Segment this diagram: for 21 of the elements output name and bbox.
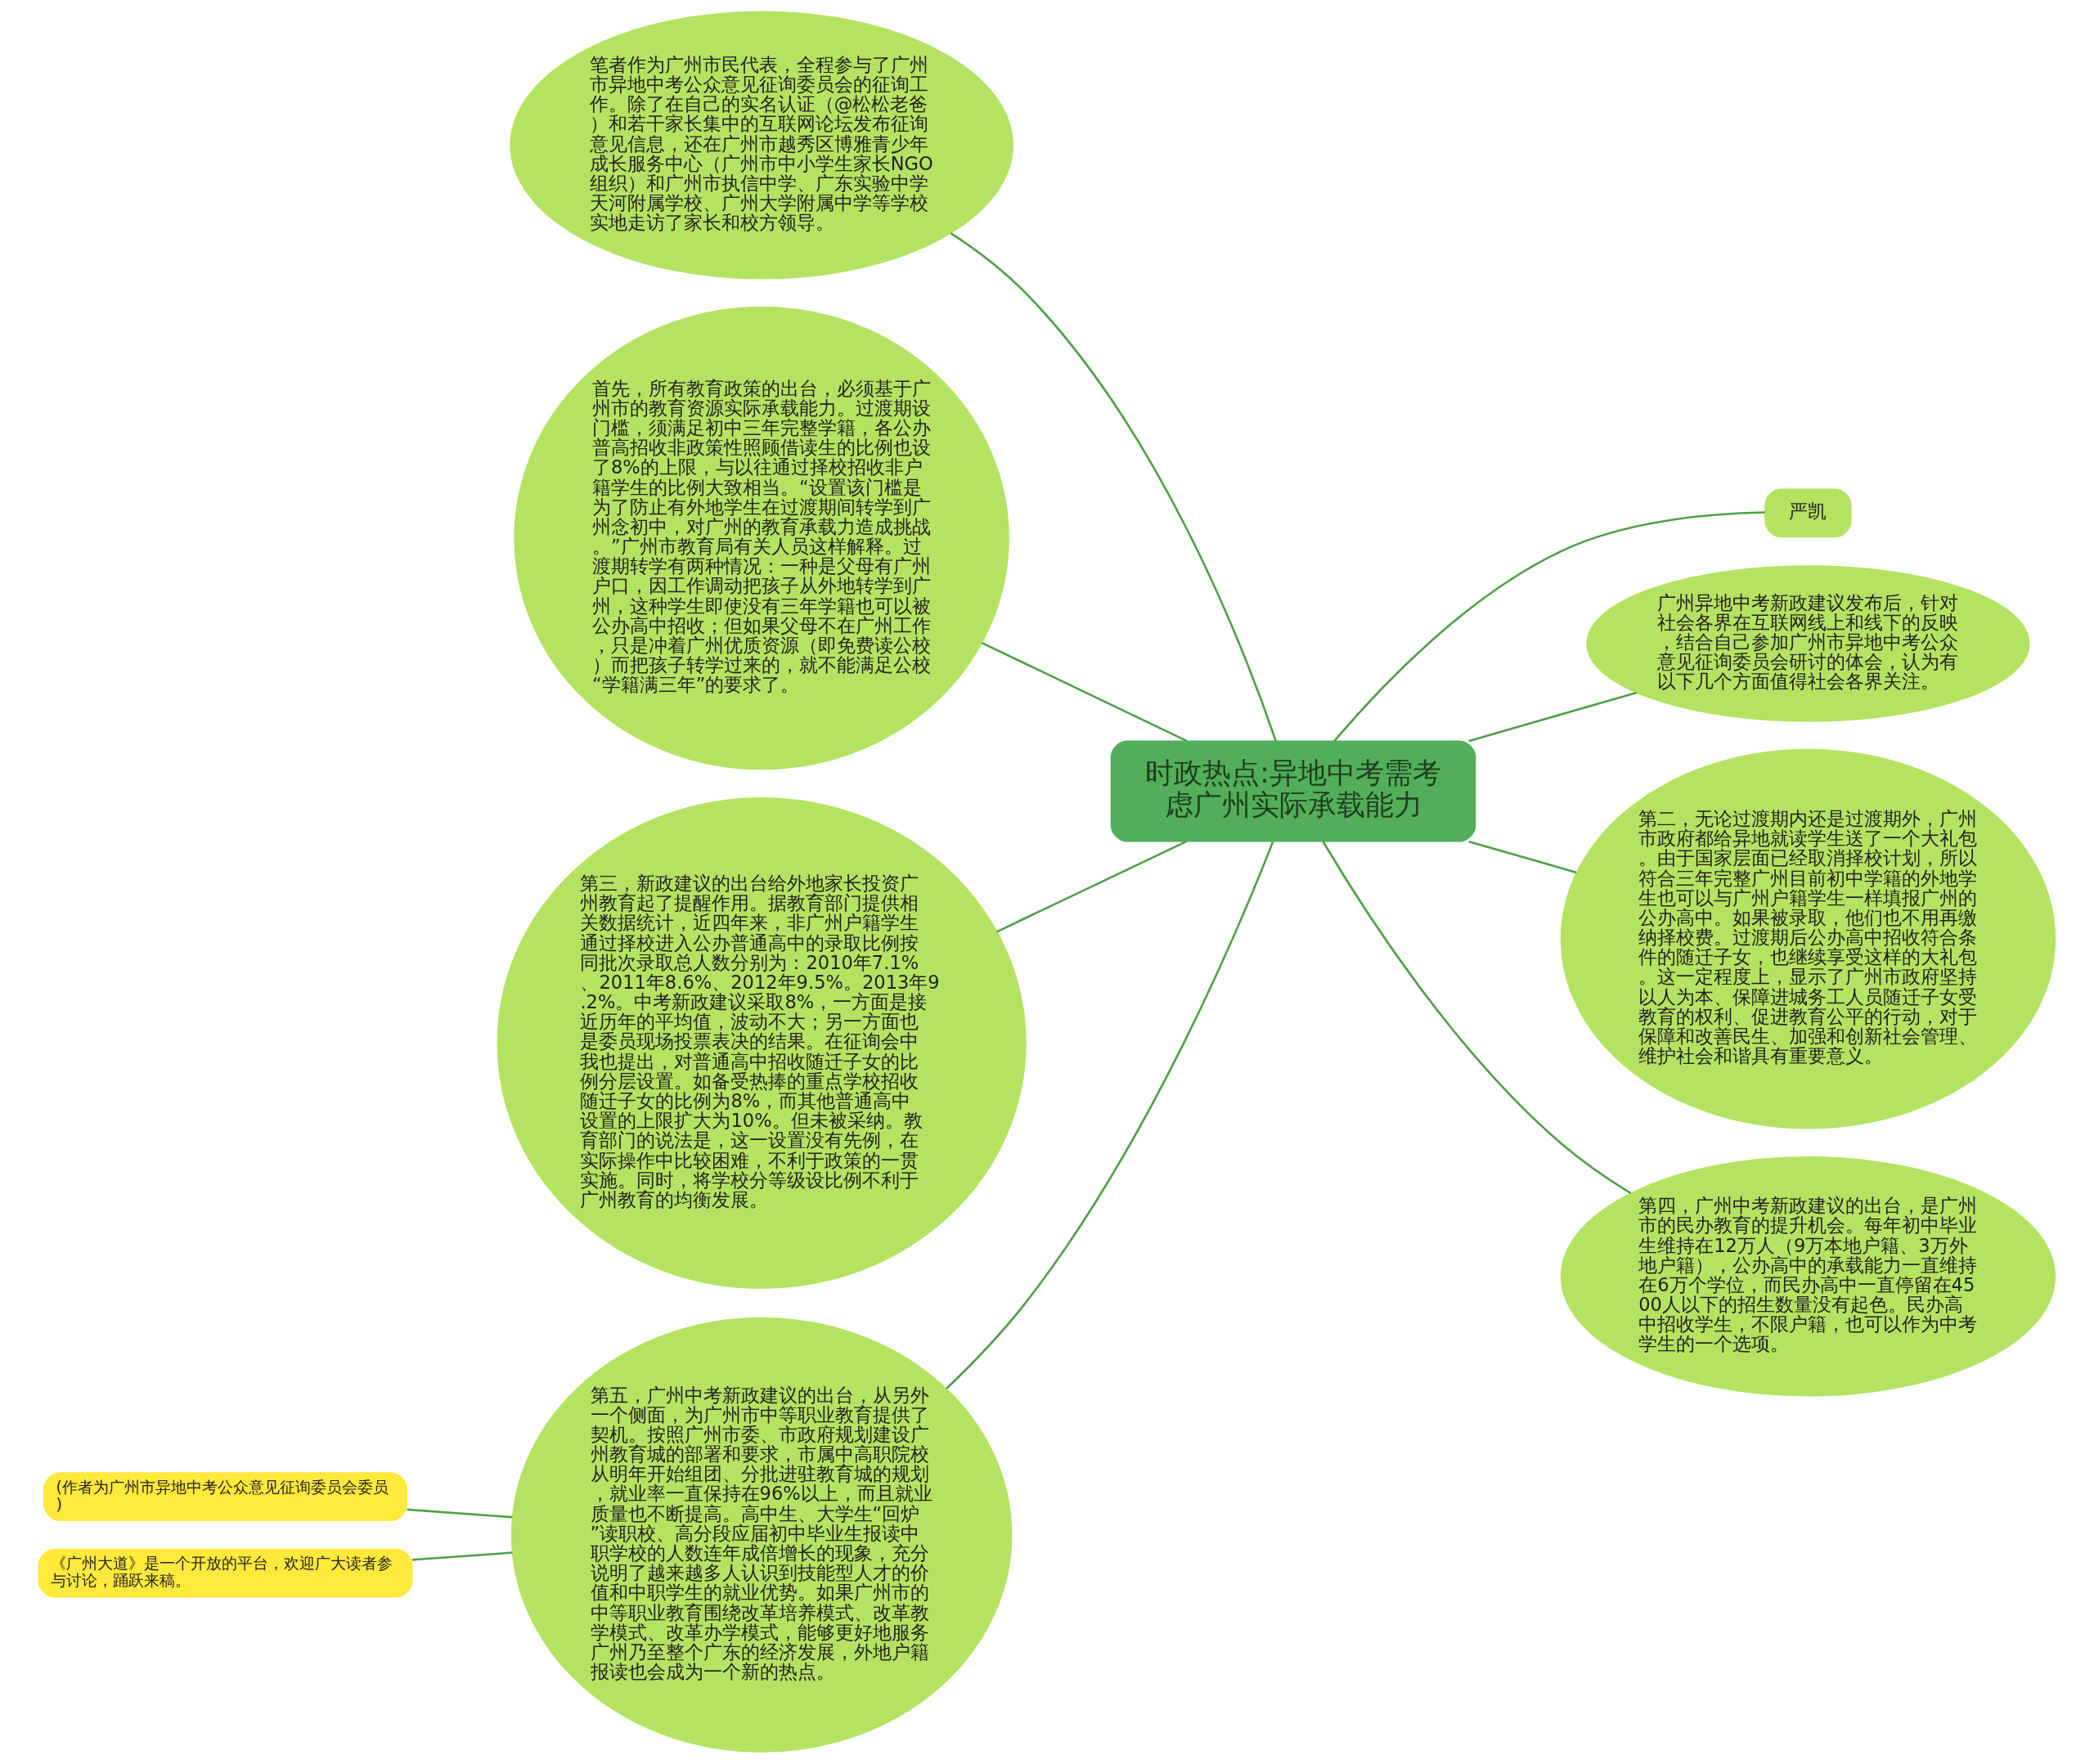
node-box: (作者为广州市异地中考公众意见征询委员会委员) [43, 1472, 408, 1521]
connector [950, 232, 1277, 742]
node-ellipse: 第二，无论过渡期内还是过渡期外，广州市政府都给异地就读学生送了一个大礼包。由于国家层面已经取消择校计划，所以符合三年完整广州目前初中学籍的外地学生也可以与广州户籍学生一样填报广州的公办高中。如果被录取，他们也不用再缴纳择校费。过渡期后公办高中招收符合条件的随迁子女，也继续享受这样的大礼包。这一定程度上，显示了广州市政府坚持以人为本、保障进城务工人员随迁子女受教育的权利、促进教育公平的行动，对于保障和改善民生、加强和创新社会管理、维护社会和谐具有重要意义。 [1560, 748, 2056, 1129]
node-circle: 首先，所有教育政策的出台，必须基于广州市的教育资源实际承载能力。过渡期设门槛，须满足初中三年完整学籍，各公办普高招收非政策性照顾借读生的比例也设了8%的上限，与以往通过择校招收非户籍学生的比例大致相当。“设置该门槛是为了防止有外地学生在过渡期间转学到广州念初中，对广州的教育承载力造成挑战。”广州市教育局有关人员这样解释。过渡期转学有两种情况：一种是父母有广州户口，因工作调动把孩子从外地转学到广州，这种学生即使没有三年学籍也可以被公办高中招收；但如果父母不在广州工作，只是冲着广州优质资源（即免费读公校）而把孩子转学过来的，就不能满足公校“学籍满三年”的要求了。 [514, 306, 1009, 770]
node-box: 严凯 [1764, 488, 1852, 538]
node-box: 时政热点:异地中考需考虑广州实际承载能力 [1110, 740, 1476, 842]
node-ellipse: 广州异地中考新政建议发布后，针对社会各界在互联网线上和线下的反映，结合自己参加广州市异地中考公众意见征询委员会研讨的体会，认为有以下几个方面值得社会各界关注。 [1586, 565, 2030, 722]
node-ellipse: 第四，广州中考新政建议的出台，是广州市的民办教育的提升机会。每年初中毕业生维持在12万人（9万本地户籍、3万外地户籍），公办高中的承载能力一直维持在6万个学位，而民办高中一直停留在4500人以下的招生数量没有起色。民办高中招收学生，不限户籍，也可以作为中考学生的一个选项。 [1560, 1156, 2056, 1397]
connector [946, 841, 1274, 1389]
connector [1468, 840, 1577, 874]
node-ellipse: 笔者作为广州市民代表，全程参与了广州市异地中考公众意见征询委员会的征询工作。除了在自己的实名认证（@松松老爸）和若干家长集中的互联网论坛发布征询意见信息，还在广州市越秀区博雅青少年成长服务中心（广州市中小学生家长NGO组织）和广州市执信中学、广东实验中学天河附属学校、广州大学附属中学等学校实地走访了家长和校方领导。 [510, 11, 1013, 280]
connector [411, 1551, 513, 1561]
connector [407, 1508, 513, 1519]
connector [981, 641, 1188, 743]
node-circle: 第三，新政建议的出台给外地家长投资广州教育起了提醒作用。据教育部门提供相关数据统计，近四年来，非广州户籍学生通过择校进入公办普通高中的录取比例按同批次录取总人数分别为：2010年7.1%、2011年8.6%、2012年9.5%。2013年9.2%。中考新政建议采取8%，一方面是接近历年的平均值，波动不大；另一方面也是委员现场投票表决的结果。在征询会中我也提出，对普通高中招收随迁子女的比例分层设置。如备受热捧的重点学校招收随迁子女的比例为8%，而其他普通高中设置的上限扩大为10%。但未被采纳。教育部门的说法是，这一设置没有先例，在实际操作中比较困难，不利于政策的一贯实施。同时，将学校分等级设比例不利于广州教育的均衡发展。 [497, 797, 1027, 1290]
connector [1333, 511, 1765, 743]
connector [1468, 691, 1638, 743]
connector [1322, 841, 1632, 1195]
node-ellipse: 第五，广州中考新政建议的出台，从另外一个侧面，为广州市中等职业教育提供了契机。按照广州市委、市政府规划建设广州教育城的部署和要求，市属中高职院校从明年开始组团、分批进驻教育城的规划，就业率一直保持在96%以上，而且就业质量也不断提高。高中生、大学生“回炉”读职校、高分段应届初中毕业生报读中职学校的人数连年成倍增长的现象，充分说明了越来越多人认识到技能型人才的价值和中职学生的就业优势。如果广州市的中等职业教育围绕改革培养模式、改革教学模式、改革办学模式，能够更好地服务广州乃至整个广东的经济发展，外地户籍报读也会成为一个新的热点。 [510, 1317, 1013, 1753]
connector [996, 840, 1188, 933]
node-box: 《广州大道》是一个开放的平台，欢迎广大读者参与讨论，踊跃来稿。 [38, 1548, 413, 1598]
